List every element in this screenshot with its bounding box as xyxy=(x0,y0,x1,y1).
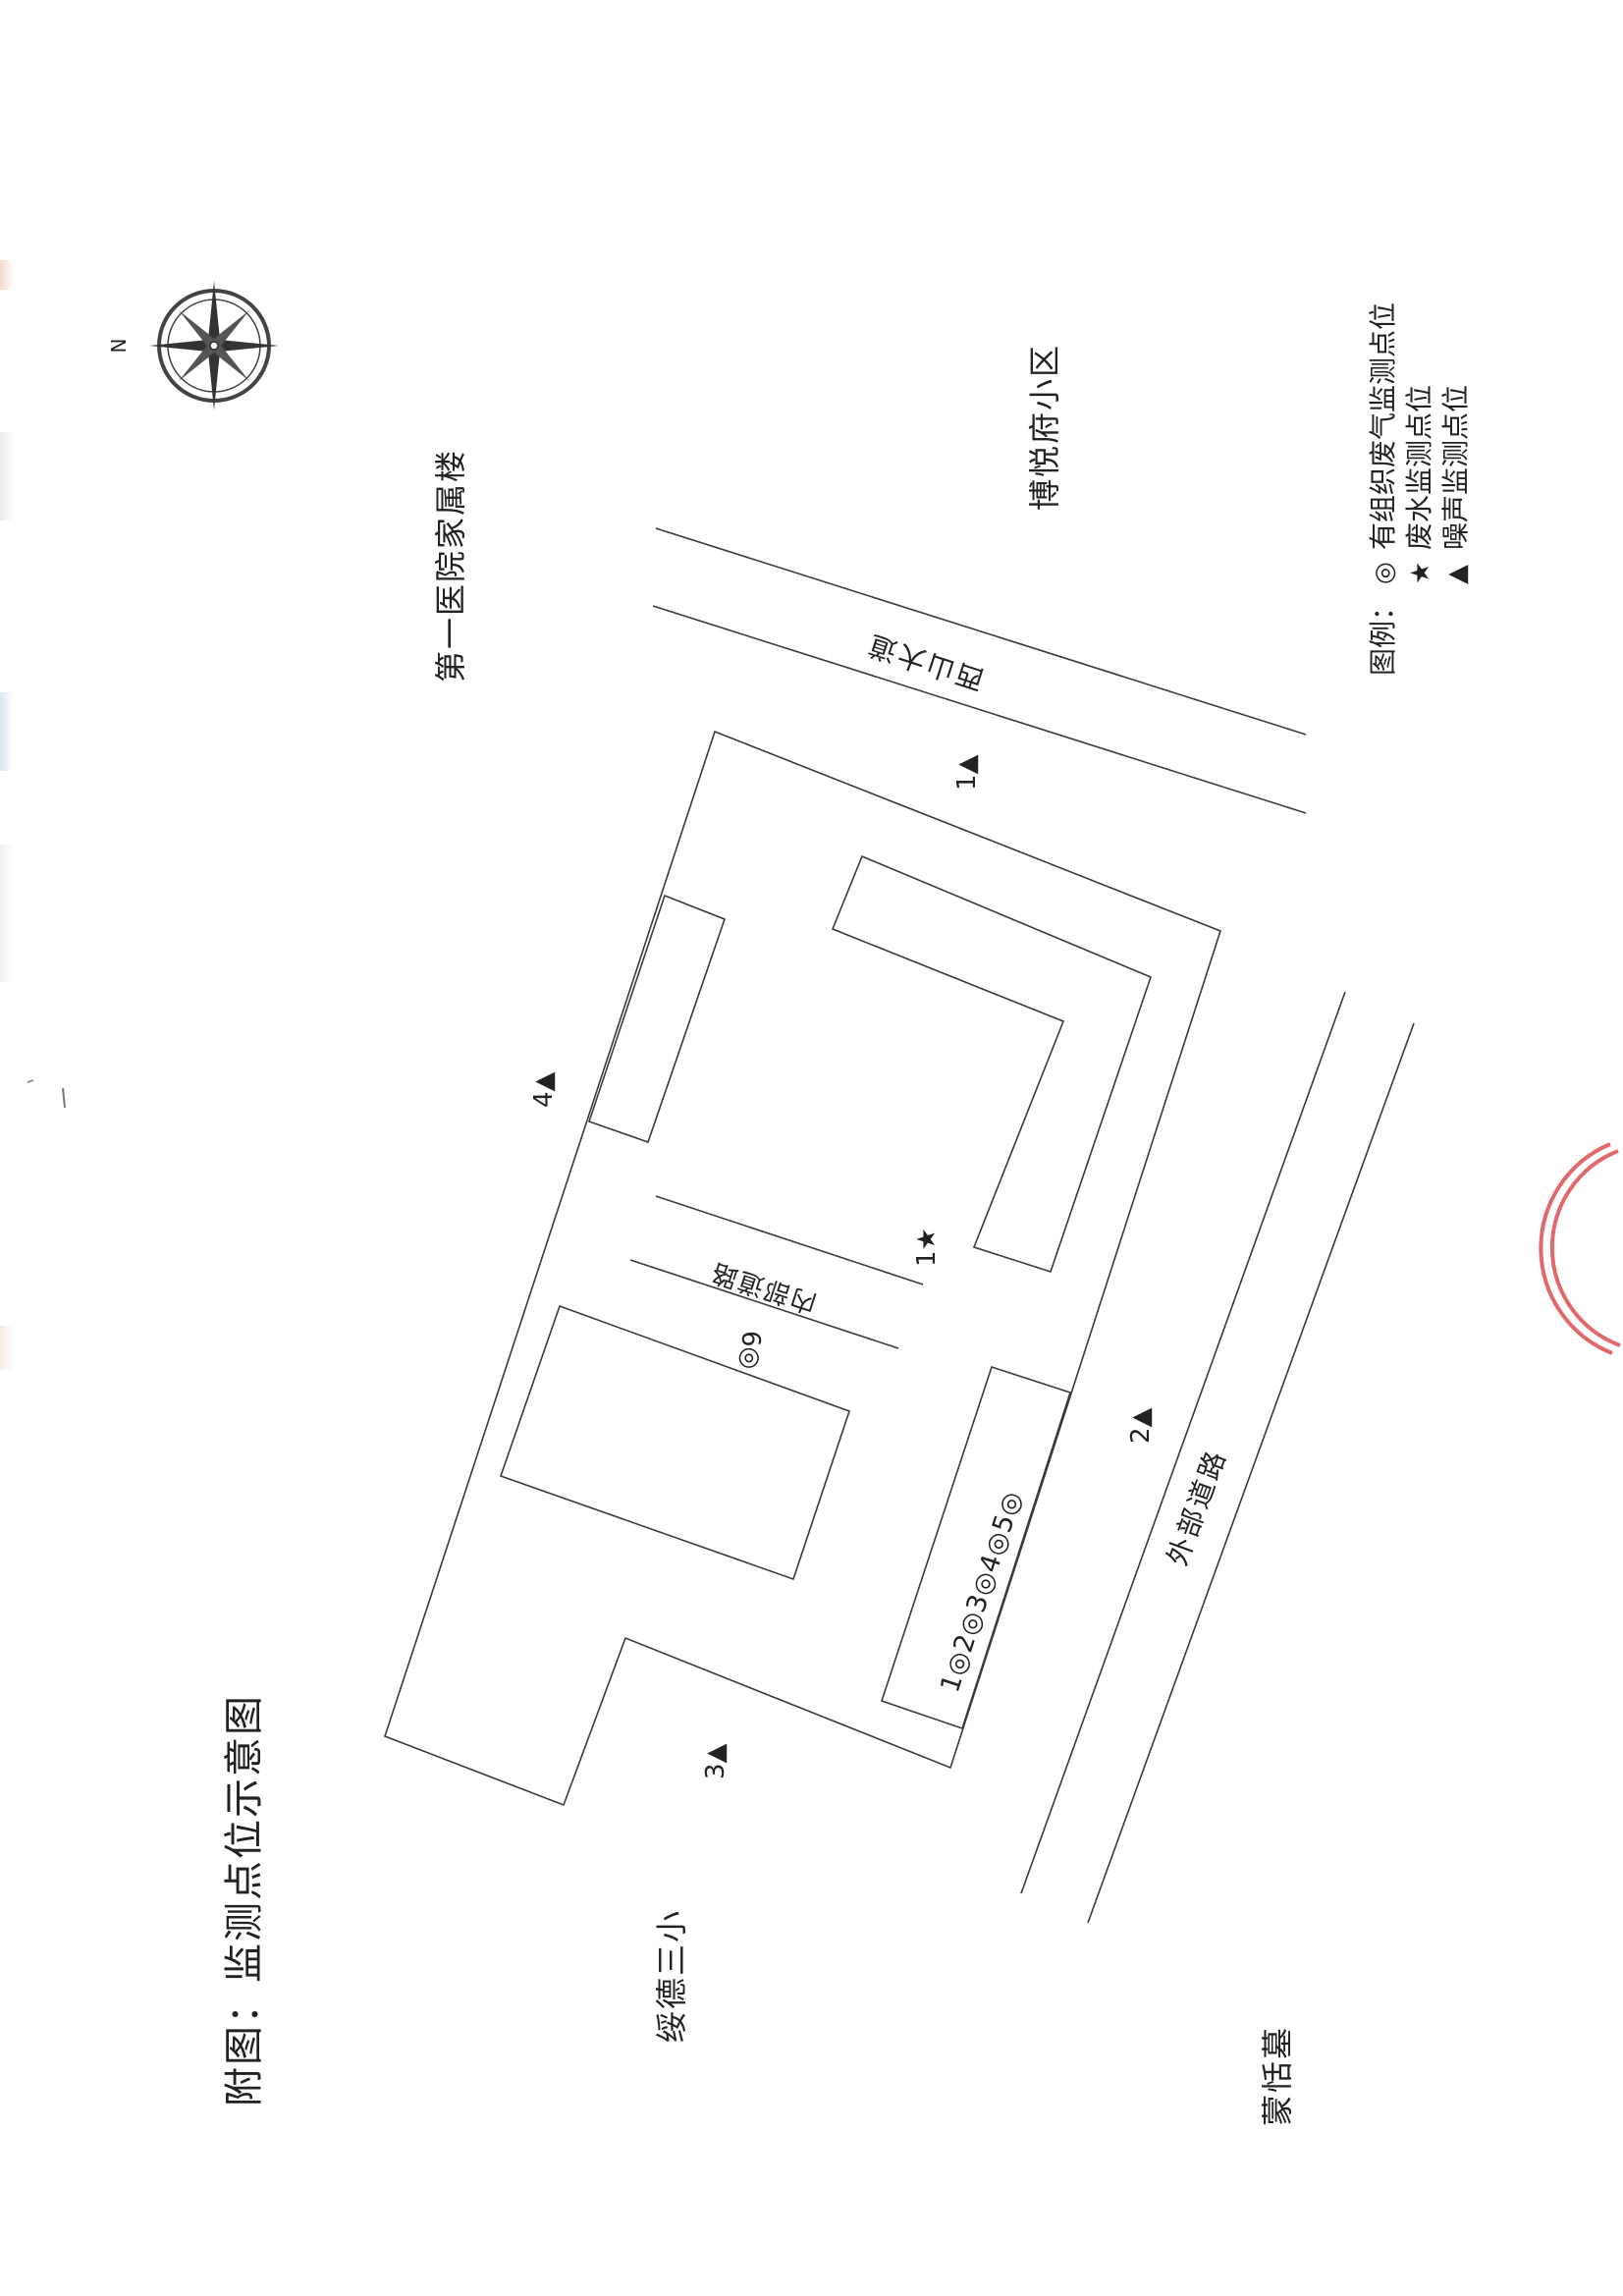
road-internal xyxy=(629,1195,924,1349)
place-cemetery: 蒙恬墓 xyxy=(1259,2026,1296,2126)
legend-noise-label: 噪声监测点位 xyxy=(1439,385,1472,550)
legend-noise-symbol: ▲ xyxy=(1442,565,1472,584)
road-internal-label: 内部道路 xyxy=(707,1256,821,1318)
legend-exhaust-label: 有组织废气监测点位 xyxy=(1367,302,1399,550)
building-u-shaped xyxy=(831,854,1152,1274)
place-hospital-housing: 第一医院家属楼 xyxy=(432,449,469,683)
building-exhaust xyxy=(880,1365,1072,1730)
exhaust-points-row: 1◎2◎3◎4◎5◎ xyxy=(935,1487,1029,1696)
scan-artifact-edge xyxy=(0,845,14,982)
page-title: 附图：监测点位示意图 xyxy=(222,1694,267,2106)
noise-point-4: 4▲ xyxy=(529,1071,559,1108)
place-residential-area: 博悦府小区 xyxy=(1026,344,1063,511)
seal-stamp-fragment xyxy=(1539,1142,1621,1355)
scan-artifact-edge xyxy=(0,1326,14,1370)
exhaust-point-6: 6◎ xyxy=(735,1331,765,1369)
place-school: 绥德三小 xyxy=(653,1909,690,2043)
scan-artifact-edge xyxy=(0,432,14,520)
scan-speck xyxy=(27,1079,34,1083)
noise-point-1: 1▲ xyxy=(952,754,982,791)
wastewater-point-1: 1★ xyxy=(912,1228,942,1267)
noise-point-2: 2▲ xyxy=(1126,1407,1156,1444)
legend: 图例： ◎ 有组织废气监测点位 ★ 废水监测点位 ▲ 噪声监测点位 xyxy=(1367,302,1472,676)
legend-exhaust-symbol: ◎ xyxy=(1370,562,1399,584)
road-external xyxy=(1020,991,1415,1924)
building-north-west xyxy=(587,894,727,1144)
building-south-west xyxy=(499,1304,851,1581)
legend-wastewater-symbol: ★ xyxy=(1406,562,1435,584)
legend-wastewater-label: 废水监测点位 xyxy=(1403,385,1435,550)
road-xishan xyxy=(652,527,1307,814)
noise-point-3: 3▲ xyxy=(701,1743,730,1779)
legend-title: 图例： xyxy=(1367,593,1399,676)
scan-speck xyxy=(62,1087,66,1109)
road-xishan-label: 西山大道 xyxy=(862,628,988,696)
compass-rose-icon xyxy=(149,281,279,410)
compass-north-label: N xyxy=(107,339,131,354)
scan-artifact-edge xyxy=(0,692,14,771)
site-boundary xyxy=(384,730,1221,1807)
scan-artifact-edge xyxy=(0,260,14,290)
